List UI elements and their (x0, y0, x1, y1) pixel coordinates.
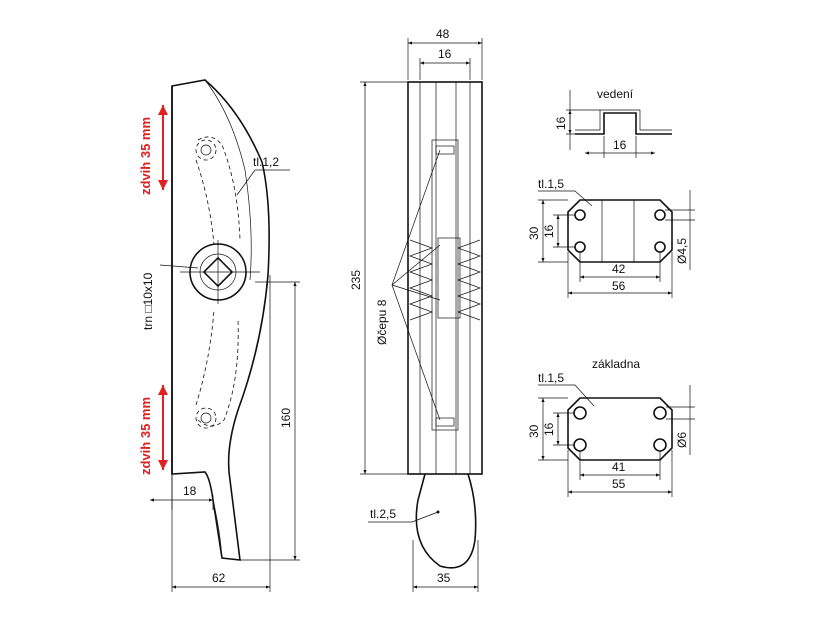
spring-right (456, 239, 482, 321)
plate1-dim-hole: Ø4,5 (675, 238, 689, 264)
plate2-title: základna (592, 357, 640, 371)
left-thickness-label: tl.1,2 (253, 155, 279, 169)
dim-18: 18 (183, 484, 197, 498)
plate2-dim-hole: Ø6 (675, 432, 689, 448)
dim-235: 235 (349, 270, 363, 290)
plate1-dim-30: 30 (527, 226, 541, 240)
guide-dim-height: 16 (554, 116, 568, 130)
plate1-dim-16: 16 (542, 224, 556, 238)
left-pin-label: trn □10x10 (141, 272, 155, 330)
guide-title: vedení (597, 87, 634, 101)
plate2-dim-55: 55 (612, 477, 626, 491)
lever-inner-curve (204, 79, 252, 281)
dim-62: 62 (212, 571, 226, 585)
handle-bottom (415, 473, 477, 569)
dim-160: 160 (279, 408, 293, 428)
stroke-label-lower: zdvih 35 mm (138, 397, 153, 475)
pin-diameter-label: Øčepu 8 (375, 299, 389, 345)
dim-48: 48 (436, 27, 450, 41)
plate1-outline (567, 199, 673, 263)
spring-left (408, 239, 434, 321)
plate2-dim-16: 16 (542, 422, 556, 436)
guide-view: vedení 16 16 (554, 87, 672, 158)
dim-35: 35 (437, 571, 451, 585)
plate2-dim-41: 41 (612, 460, 626, 474)
square-pin (202, 256, 234, 288)
guide-profile (575, 112, 672, 135)
plate1-dim-42: 42 (612, 262, 626, 276)
plate1-thickness-label: tl.1,5 (538, 177, 564, 191)
plate1-dim-56: 56 (612, 279, 626, 293)
body-outline (407, 81, 483, 475)
hidden-arm-upper (195, 136, 241, 246)
guide-dim-width: 16 (613, 138, 627, 152)
dim-16-top: 16 (438, 47, 452, 61)
handle-thickness-label: tl.2,5 (370, 507, 396, 521)
plate2-thickness-label: tl.1,5 (538, 371, 564, 385)
hidden-arm-lower (195, 309, 239, 427)
plate2-dim-30: 30 (527, 424, 541, 438)
plate1-view: tl.1,5 30 16 Ø4,5 42 56 (527, 177, 695, 298)
middle-view: Øčepu 8 48 16 235 tl.2,5 35 (349, 27, 483, 592)
left-view: tl.1,2 trn □10x10 zdvih 35 mm zdvih 35 m… (138, 79, 300, 592)
plate2-view: základna tl.1,5 30 16 Ø6 41 55 (527, 357, 695, 497)
stroke-label-upper: zdvih 35 mm (138, 117, 153, 195)
